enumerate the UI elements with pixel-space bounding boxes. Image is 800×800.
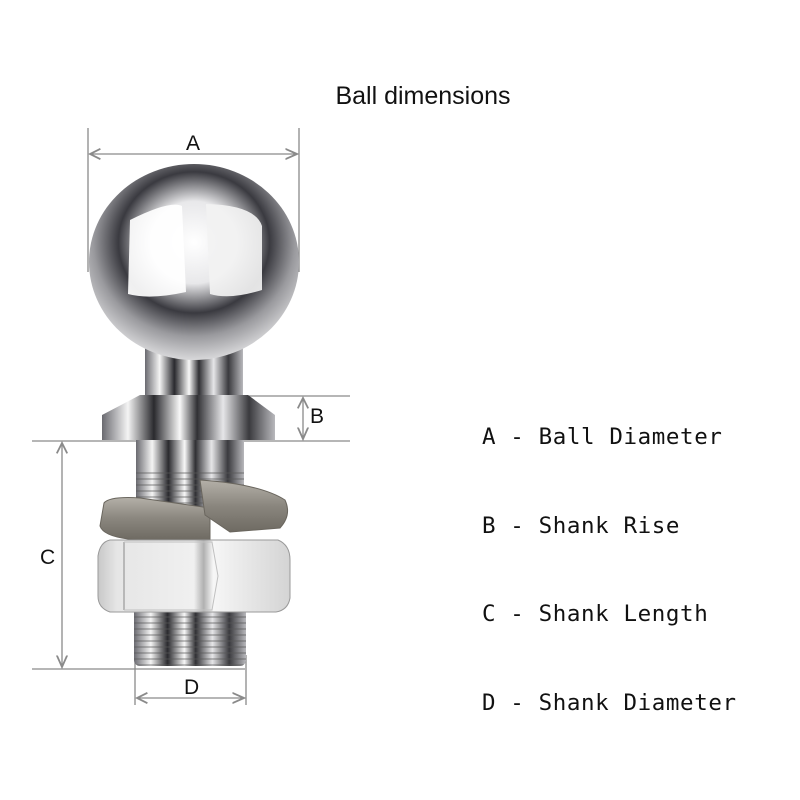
legend-item-c: C - Shank Length <box>482 601 709 627</box>
dimension-a-label: A <box>186 132 201 155</box>
dimension-legend: A - Ball Diameter B - Shank Rise C - Sha… <box>482 364 737 748</box>
lock-washer <box>99 479 289 541</box>
dimension-b-label: B <box>310 405 325 428</box>
hex-nut <box>97 539 291 613</box>
dimension-a-indicator <box>87 128 300 272</box>
hitch-ball <box>89 164 299 360</box>
dimension-d-label: D <box>184 676 200 699</box>
dimension-c-label: C <box>40 546 56 569</box>
legend-item-a: A - Ball Diameter <box>482 424 723 450</box>
dimension-d-indicator <box>134 655 247 705</box>
legend-item-d: D - Shank Diameter <box>482 689 737 716</box>
diagram-title: Ball dimensions <box>335 82 511 110</box>
dimension-c-indicator <box>32 443 245 670</box>
legend-item-b: B - Shank Rise <box>482 512 681 539</box>
